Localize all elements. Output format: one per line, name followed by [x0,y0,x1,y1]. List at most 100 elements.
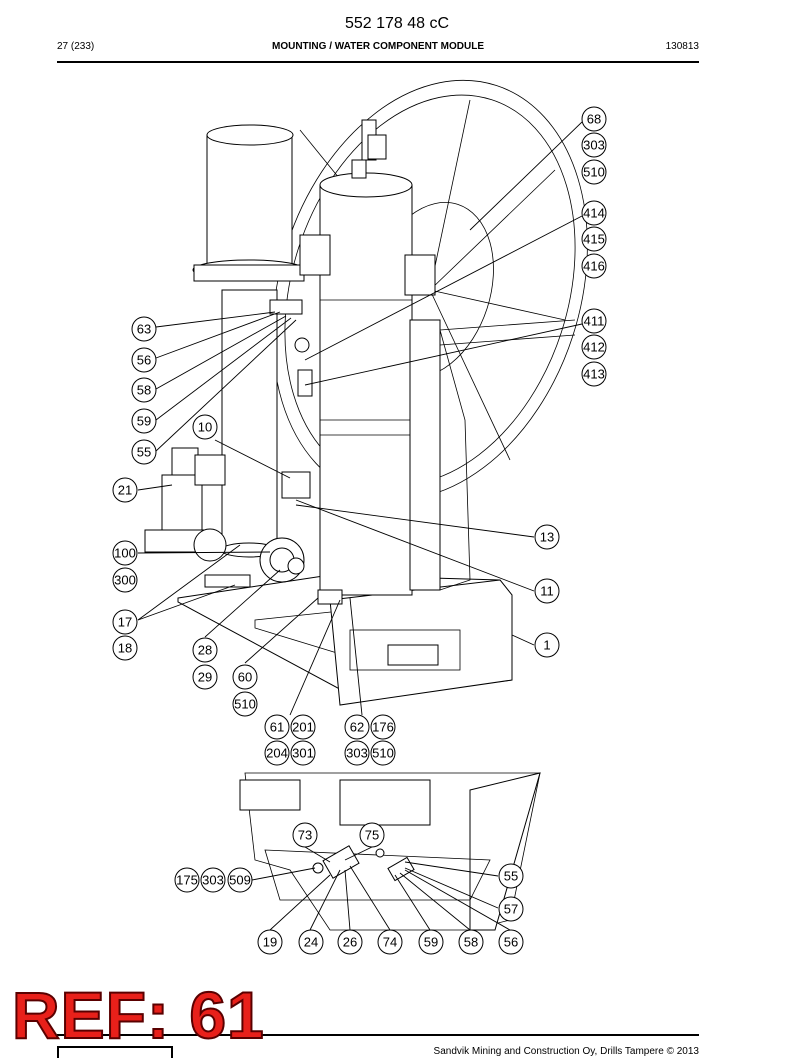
callout-510-c: 510 [370,740,396,766]
motor-cylinder [192,124,306,558]
top-fitting [351,119,387,179]
footer-copyright: Sandvik Mining and Construction Oy, Dril… [433,1046,699,1057]
callout-300: 300 [112,567,138,593]
svg-text:60: 60 [238,670,252,685]
svg-text:63: 63 [137,322,151,337]
callout-57: 57 [498,896,524,922]
svg-text:175: 175 [176,873,198,888]
svg-text:510: 510 [583,165,605,180]
callout-18: 18 [112,635,138,661]
callout-100: 100 [112,540,138,566]
callout-10: 10 [192,414,218,440]
callouts-main: 68 303 510 414 415 416 411 412 413 63 56… [112,106,607,766]
header-divider [57,61,699,63]
valve-assembly [144,447,305,588]
svg-text:57: 57 [504,902,518,917]
callout-411: 411 [581,308,607,334]
callout-73: 73 [292,822,318,848]
svg-text:56: 56 [137,353,151,368]
callout-55: 55 [131,439,157,465]
svg-text:58: 58 [137,383,151,398]
reference-stamp: REF: 61 [11,978,265,1052]
callout-1: 1 [534,632,560,658]
callout-201: 201 [290,714,316,740]
callout-301: 301 [290,740,316,766]
callout-414: 414 [581,200,607,226]
callout-56: 56 [131,347,157,373]
svg-text:26: 26 [343,935,357,950]
leader-lines [137,121,583,931]
svg-text:414: 414 [583,206,605,221]
callout-74: 74 [377,929,403,955]
callout-62: 62 [344,714,370,740]
callouts-detail: 73 75 175 303 509 55 57 19 24 26 74 59 5… [174,822,524,955]
callout-60: 60 [232,664,258,690]
page-header: 27 (233) MOUNTING / WATER COMPONENT MODU… [57,41,699,55]
svg-text:59: 59 [137,414,151,429]
svg-text:303: 303 [202,873,224,888]
callout-59-d: 59 [418,929,444,955]
svg-text:28: 28 [198,643,212,658]
callout-13: 13 [534,524,560,550]
callout-26: 26 [337,929,363,955]
callout-58-d: 58 [458,929,484,955]
callout-61: 61 [264,714,290,740]
svg-text:11: 11 [540,584,554,599]
callout-75: 75 [359,822,385,848]
svg-text:412: 412 [583,340,605,355]
callout-29: 29 [192,664,218,690]
svg-text:17: 17 [118,615,132,630]
svg-text:29: 29 [198,670,212,685]
svg-text:510: 510 [372,746,394,761]
svg-text:1: 1 [543,638,550,653]
callout-28: 28 [192,637,218,663]
svg-text:21: 21 [118,483,132,498]
callout-413: 413 [581,361,607,387]
footer-divider [57,1034,699,1036]
svg-text:56: 56 [504,935,518,950]
svg-text:204: 204 [266,746,288,761]
svg-text:58: 58 [464,935,478,950]
callout-510: 510 [581,159,607,185]
svg-text:24: 24 [304,935,318,950]
callout-59: 59 [131,408,157,434]
svg-text:411: 411 [584,314,605,329]
svg-text:55: 55 [504,869,518,884]
callout-175: 175 [174,867,200,893]
svg-text:413: 413 [583,367,605,382]
callout-303-b: 303 [344,740,370,766]
callout-63: 63 [131,316,157,342]
callout-19: 19 [257,929,283,955]
svg-text:62: 62 [350,720,364,735]
svg-text:13: 13 [540,530,554,545]
callout-176: 176 [370,714,396,740]
svg-text:100: 100 [114,546,136,561]
svg-text:68: 68 [587,112,601,127]
svg-text:415: 415 [583,232,605,247]
svg-text:201: 201 [292,720,314,735]
small-fittings [269,299,439,666]
date-code: 130813 [665,41,699,52]
svg-text:300: 300 [114,573,136,588]
callout-303: 303 [581,132,607,158]
detail-view [239,772,541,931]
svg-text:59: 59 [424,935,438,950]
svg-text:10: 10 [198,420,212,435]
svg-text:19: 19 [263,935,277,950]
page-title: MOUNTING / WATER COMPONENT MODULE [271,41,485,52]
svg-text:303: 303 [346,746,368,761]
svg-text:416: 416 [583,259,605,274]
svg-text:74: 74 [383,935,397,950]
svg-text:509: 509 [229,873,251,888]
callout-68: 68 [581,106,607,132]
filter-cylinder [299,172,471,596]
svg-text:176: 176 [372,720,394,735]
svg-text:510: 510 [234,697,256,712]
svg-text:301: 301 [292,746,314,761]
callout-58: 58 [131,377,157,403]
callout-204: 204 [264,740,290,766]
svg-text:55: 55 [137,445,151,460]
document-number: 552 178 48 cC [344,15,450,32]
callout-55-d: 55 [498,863,524,889]
callout-509: 509 [227,867,253,893]
